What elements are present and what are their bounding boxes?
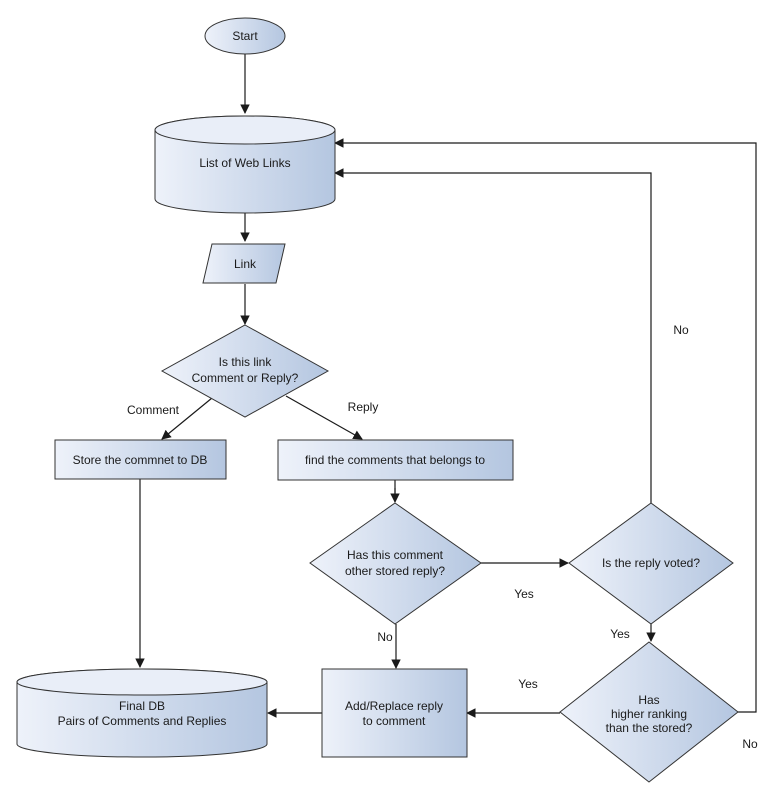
final-db-line-2: Pairs of Comments and Replies (58, 714, 227, 728)
edge-label-ranking-yes: Yes (518, 677, 538, 691)
connector-reply-branch (285, 395, 363, 440)
decision-stored-line-2: other stored reply? (345, 564, 445, 578)
start-node: Start (204, 17, 286, 55)
start-label: Start (232, 29, 258, 43)
decision-type-line-1: Is this link (219, 355, 273, 369)
edge-label-stored-no: No (377, 630, 393, 644)
edge-label-reply: Reply (348, 400, 379, 414)
add-replace-line-2: to comment (363, 714, 426, 728)
connector-ranking-no (334, 138, 757, 713)
connector-voted-no (334, 168, 652, 503)
decision-voted-label: Is the reply voted? (602, 556, 700, 570)
web-links-database: List of Web Links (154, 115, 336, 214)
find-comments-label: find the comments that belongs to (305, 453, 485, 467)
decision-ranking-line-3: than the stored? (606, 721, 693, 735)
edge-label-voted-yes: Yes (610, 627, 630, 641)
store-comment-node: Store the commnet to DB (54, 439, 227, 480)
store-comment-label: Store the commnet to DB (73, 453, 208, 467)
add-replace-node: Add/Replace reply to comment (321, 668, 468, 758)
decision-higher-ranking: Has higher ranking than the stored? (559, 641, 739, 783)
decision-ranking-line-1: Has (638, 693, 659, 707)
edge-label-ranking-no: No (742, 737, 758, 751)
link-node: Link (202, 243, 286, 284)
find-comments-node: find the comments that belongs to (277, 439, 514, 481)
final-db-line-1: Final DB (119, 699, 165, 713)
edge-label-voted-no: No (673, 323, 689, 337)
decision-ranking-line-2: higher ranking (611, 707, 687, 721)
edge-label-comment: Comment (127, 403, 180, 417)
decision-reply-voted: Is the reply voted? (568, 502, 734, 625)
connector-comment-branch (161, 397, 213, 440)
link-label: Link (234, 257, 257, 271)
decision-has-stored-reply: Has this comment other stored reply? (309, 502, 482, 625)
decision-comment-or-reply: Is this link Comment or Reply? (160, 324, 330, 418)
decision-type-line-2: Comment or Reply? (192, 371, 299, 385)
connectors (135, 54, 757, 718)
web-links-label: List of Web Links (199, 156, 290, 170)
add-replace-line-1: Add/Replace reply (345, 699, 443, 713)
edge-label-stored-yes: Yes (514, 587, 534, 601)
final-db-database: Final DB Pairs of Comments and Replies (16, 668, 268, 758)
decision-stored-line-1: Has this comment (347, 548, 444, 562)
